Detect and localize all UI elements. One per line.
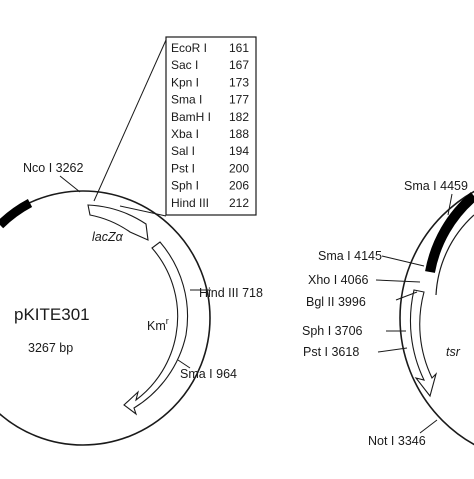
mcs-enzyme-name: Xba I	[171, 127, 199, 141]
mcs-enzyme-name: Hind III	[171, 196, 209, 210]
site-sma4145-tick	[381, 255, 425, 267]
left-plasmid-size: 3267 bp	[28, 341, 73, 355]
mcs-row: Sac I 167	[171, 58, 249, 72]
mcs-enzyme-name: BamH I	[171, 110, 211, 124]
mcs-enzyme-position: 182	[229, 110, 249, 124]
mcs-row: Sma I 177	[171, 93, 249, 107]
mcs-row: Sph I 206	[171, 179, 249, 193]
mcs-enzyme-name: Kpn I	[171, 75, 199, 89]
site-nco-label: Nco I 3262	[23, 161, 84, 175]
mcs-row: BamH I 182	[171, 110, 249, 124]
km-gene-arrow	[123, 241, 189, 416]
site-sma4459-tick	[447, 193, 453, 216]
mcs-row: Hind III 212	[171, 196, 249, 210]
mcs-enzyme-name: Pst I	[171, 161, 195, 175]
left-plasmid-backbone	[0, 190, 211, 446]
tsr-gene-label: tsr	[446, 345, 461, 359]
km-gene-label: Kmr	[147, 316, 169, 333]
site-sma964-tick	[177, 359, 191, 369]
site-hind-label: Hind III 718	[199, 286, 263, 300]
mcs-row: Sal I 194	[171, 144, 249, 158]
tsr-gene-arrow	[409, 289, 438, 398]
mcs-enzyme-name: Sac I	[171, 58, 198, 72]
mcs-box	[165, 36, 257, 216]
mcs-enzyme-position: 167	[229, 58, 249, 72]
mcs-enzyme-position: 200	[229, 161, 249, 175]
site-bgl-label: Bgl II 3996	[306, 295, 366, 309]
mcs-enzyme-position: 173	[229, 75, 249, 89]
site-nco-tick	[59, 175, 81, 193]
mcs-callout-line-lower	[119, 205, 167, 217]
lacz-gene-arrow	[87, 204, 149, 241]
site-xho-label: Xho I 4066	[308, 273, 369, 287]
site-bgl-tick	[395, 291, 418, 301]
mcs-enzyme-position: 194	[229, 144, 249, 158]
left-black-marker	[0, 199, 33, 229]
site-pst-label: Pst I 3618	[303, 345, 359, 359]
mcs-row: Kpn I 173	[171, 75, 249, 89]
mcs-row: Xba I 188	[171, 127, 249, 141]
site-sma964-label: Sma I 964	[180, 367, 237, 381]
site-not-label: Not I 3346	[368, 434, 426, 448]
mcs-enzyme-name: Sal I	[171, 144, 195, 158]
site-sma4145-label: Sma I 4145	[318, 249, 382, 263]
mcs-row: EcoR I 161	[171, 41, 249, 55]
mcs-enzyme-position: 206	[229, 179, 249, 193]
right-black-marker	[425, 192, 474, 273]
site-xho-tick	[375, 279, 421, 283]
right-plasmid: Sma I 4459 Sma I 4145 Xho I 4066 Bgl II …	[302, 179, 474, 448]
lacz-gene-label: lacZα	[92, 230, 124, 244]
mcs-enzyme-position: 212	[229, 196, 249, 210]
mcs-enzyme-name: Sma I	[171, 93, 202, 107]
left-plasmid-name: pKITE301	[14, 305, 90, 324]
site-sph-label: Sph I 3706	[302, 324, 363, 338]
mcs-enzyme-position: 188	[229, 127, 249, 141]
site-pst-tick	[377, 347, 408, 353]
right-inner-arc	[435, 214, 474, 296]
site-sma4459-label: Sma I 4459	[404, 179, 468, 193]
right-plasmid-backbone	[399, 190, 474, 446]
site-not-tick	[419, 419, 438, 434]
mcs-enzyme-position: 177	[229, 93, 249, 107]
mcs-enzyme-name: EcoR I	[171, 41, 207, 55]
mcs-enzyme-position: 161	[229, 41, 249, 55]
mcs-callout-line-upper	[93, 39, 167, 202]
mcs-enzyme-name: Sph I	[171, 179, 199, 193]
mcs-row: Pst I 200	[171, 161, 249, 175]
